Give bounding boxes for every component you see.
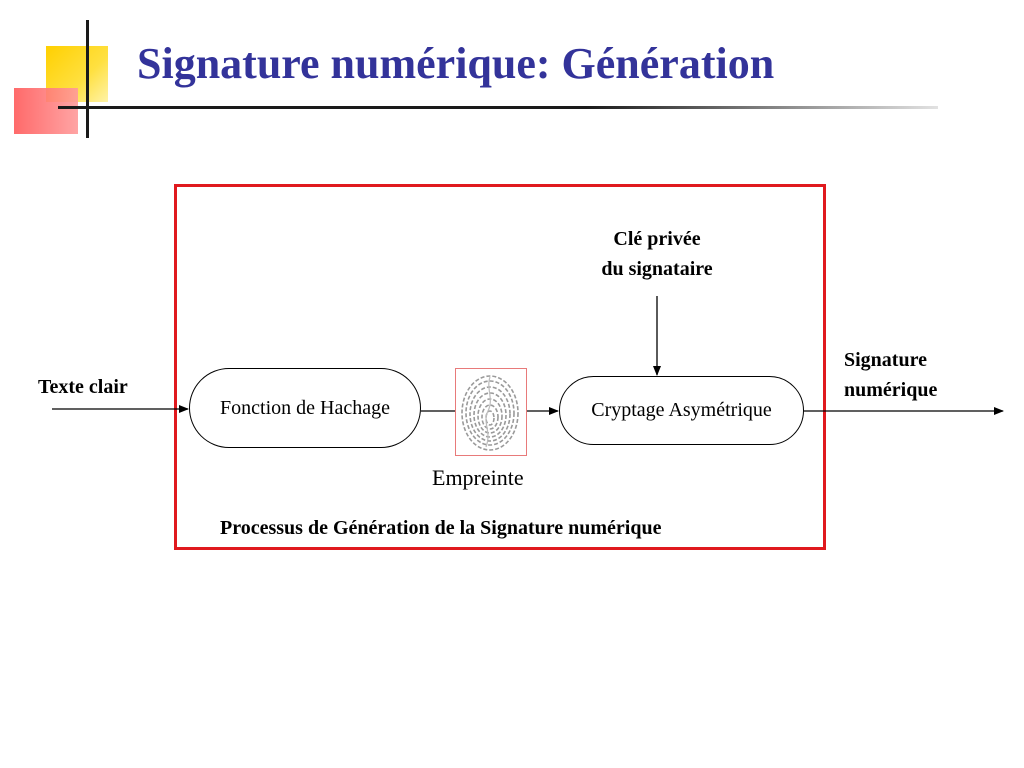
input-label: Texte clair — [38, 376, 128, 398]
slide-title: Signature numérique: Génération — [137, 39, 775, 88]
process-frame — [174, 184, 826, 550]
output-label-line1: Signature — [844, 349, 927, 371]
private-key-label: Clé privée du signataire — [577, 224, 737, 284]
process-caption: Processus de Génération de la Signature … — [220, 517, 662, 539]
title-decoration-horizontal-line — [58, 106, 938, 109]
fingerprint-frame — [455, 368, 527, 456]
title-decoration-vertical-line — [86, 20, 89, 138]
fingerprint-label: Empreinte — [432, 465, 524, 490]
hash-function-node: Fonction de Hachage — [189, 368, 421, 448]
asymmetric-encryption-label: Cryptage Asymétrique — [591, 399, 772, 421]
output-label: Signature numérique — [844, 345, 937, 405]
private-key-label-line1: Clé privée — [613, 228, 701, 250]
title-decoration-red-square — [14, 88, 78, 134]
fingerprint-icon — [461, 375, 519, 451]
private-key-label-line2: du signataire — [601, 258, 713, 280]
asymmetric-encryption-node: Cryptage Asymétrique — [559, 376, 804, 445]
output-label-line2: numérique — [844, 379, 938, 401]
hash-function-label: Fonction de Hachage — [220, 396, 390, 419]
